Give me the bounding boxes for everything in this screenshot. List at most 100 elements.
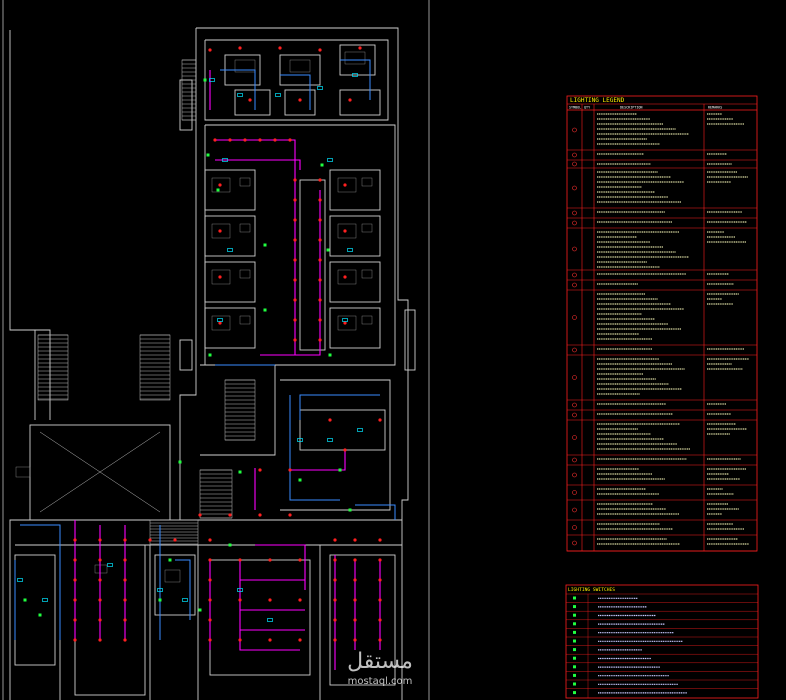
fixture-dot [333, 598, 337, 602]
fixture-dot [238, 638, 242, 642]
circuit-run [355, 504, 396, 520]
fixture-dot [343, 448, 347, 452]
fixture-dot [148, 538, 152, 542]
switch-symbol [573, 673, 576, 677]
fixture-dot [318, 338, 322, 342]
fixture-symbol [297, 438, 303, 442]
desk [239, 315, 251, 325]
switch-symbol [228, 543, 232, 547]
sheet-frame [2, 0, 430, 700]
room-box [74, 544, 146, 696]
fixture-dot [293, 198, 297, 202]
switch-legend-title: LIGHTING SWITCHES [568, 587, 615, 593]
fixture-dot [318, 218, 322, 222]
fixture-dot [293, 318, 297, 322]
switch-legend-rows [566, 593, 758, 698]
wall-line [200, 364, 276, 456]
fixture-dot [298, 638, 302, 642]
stair-flight [224, 379, 256, 441]
fixture-dot [293, 258, 297, 262]
circuit-run [260, 190, 321, 356]
bed [211, 177, 231, 193]
fixture-dot [208, 638, 212, 642]
fixture-symbol [327, 438, 333, 442]
wall-line [9, 28, 197, 700]
stair-flight [37, 334, 69, 401]
fixture-dot [173, 538, 177, 542]
fixture-dot [353, 538, 357, 542]
legend-symbol [572, 210, 577, 216]
fixture-dot [378, 638, 382, 642]
fixture-symbol [222, 158, 228, 162]
switch-symbol [203, 78, 207, 82]
fixture-dot [378, 618, 382, 622]
fixture-symbol [317, 86, 323, 90]
fixture-dot [218, 229, 222, 233]
fixture-dot [318, 198, 322, 202]
fixture-dot [318, 318, 322, 322]
stair-flight [199, 469, 233, 519]
fixture-symbol [182, 598, 188, 602]
fixture-dot [288, 513, 292, 517]
column [404, 309, 416, 371]
room-box [299, 409, 386, 451]
legend-symbol [572, 127, 577, 133]
fixture-dot [248, 98, 252, 102]
room-box [279, 54, 321, 86]
room-box [329, 169, 381, 211]
fixture-dot [278, 46, 282, 50]
legend-rows [567, 109, 757, 552]
void-cross [39, 431, 161, 513]
switch-symbol [158, 598, 162, 602]
desk [361, 177, 373, 187]
circuit-run [299, 394, 380, 420]
switch-symbol [198, 608, 202, 612]
circuit-run [215, 139, 296, 355]
fixture-symbol [267, 618, 273, 622]
switch-symbol [23, 598, 27, 602]
stair-flight [149, 519, 199, 546]
fixture-dot [208, 538, 212, 542]
car-symbol [15, 466, 31, 478]
fixture-dot [208, 598, 212, 602]
fixture-symbol [209, 78, 215, 82]
fixture-dot [258, 468, 262, 472]
sofa [234, 59, 256, 73]
switch-symbol [573, 605, 576, 609]
switch-symbol [206, 153, 210, 157]
fixture-dot [343, 229, 347, 233]
fixture-dot [353, 558, 357, 562]
fixture-dot [333, 578, 337, 582]
fixture-dot [73, 638, 77, 642]
fixture-symbol [352, 73, 358, 77]
switch-symbol [38, 613, 42, 617]
bed [211, 315, 231, 331]
fixture-symbol [347, 248, 353, 252]
legend-symbol [572, 435, 577, 440]
desk [239, 269, 251, 279]
room-box [154, 554, 196, 616]
room-box [329, 215, 381, 257]
legend-symbol [572, 412, 577, 418]
switch-symbol [573, 639, 576, 643]
bed [211, 269, 231, 285]
switch-symbol [238, 470, 242, 474]
fixture-dot [333, 558, 337, 562]
fixture-dot [318, 178, 322, 182]
fixture-dot [73, 558, 77, 562]
legend-symbol [572, 185, 577, 191]
room-box [329, 554, 396, 686]
legend-symbol [572, 315, 577, 320]
fixture-dot [293, 298, 297, 302]
bed [337, 177, 357, 193]
wall-line [204, 39, 389, 121]
fixture-dot [298, 98, 302, 102]
fixture-dot [98, 578, 102, 582]
circuit-run [175, 559, 191, 620]
fixture-symbol [17, 578, 23, 582]
room-box [204, 261, 256, 303]
lighting-circuits-blue [14, 59, 396, 640]
fixture-dot [73, 618, 77, 622]
switch-symbol [263, 308, 267, 312]
desk [361, 269, 373, 279]
